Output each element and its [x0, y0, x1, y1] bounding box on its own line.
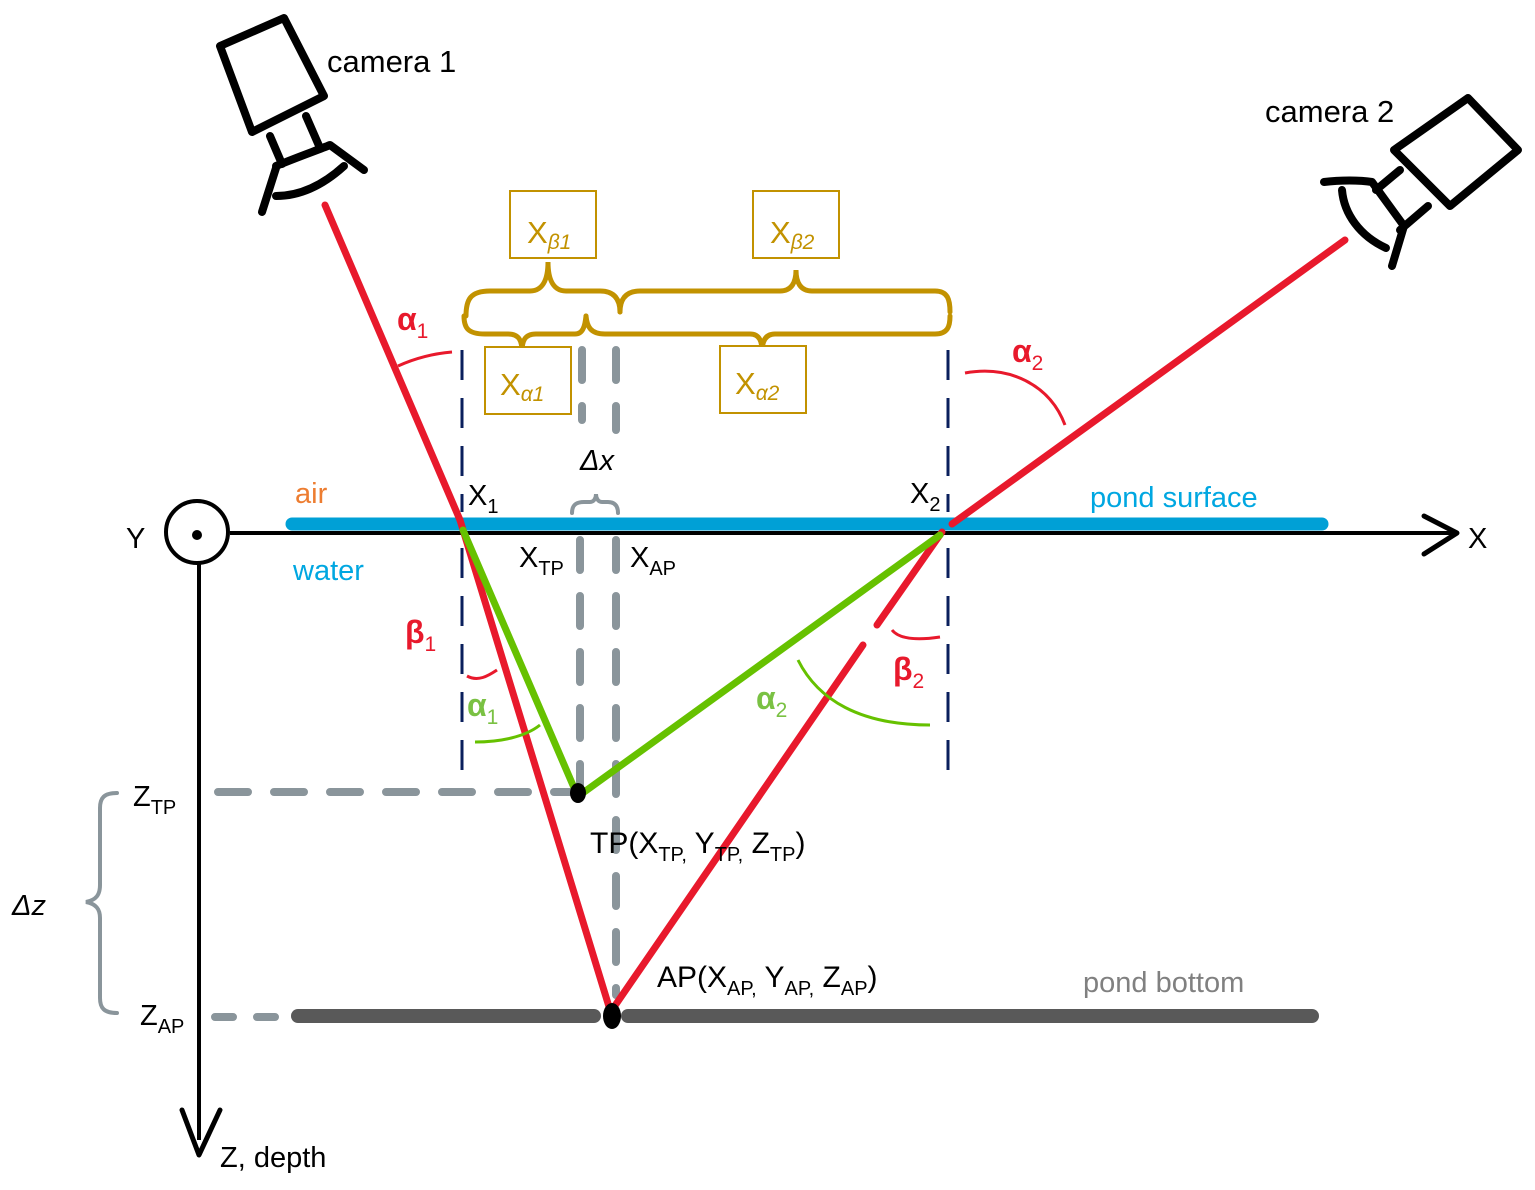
box-x-beta1 [509, 190, 597, 259]
water-label: water [292, 555, 364, 587]
camera-1-icon [216, 14, 368, 216]
ray-camera2-air [948, 236, 1349, 528]
y-axis-label: Y [126, 523, 145, 555]
arc-beta1 [466, 668, 498, 680]
label-x-beta2: Xβ2 [770, 215, 815, 254]
apparent-ray-2 [576, 531, 944, 799]
ztp-label: ZTP [133, 781, 176, 819]
xap-label: XAP [630, 542, 676, 580]
angle-alpha1-water-label: α1 [467, 687, 498, 729]
pond-bottom-label: pond bottom [1083, 967, 1244, 999]
label-x-alpha1: Xα1 [500, 367, 544, 406]
y-axis-dot [192, 530, 202, 540]
x2-label: X2 [910, 478, 940, 516]
z-axis-arrowhead [179, 1107, 223, 1158]
camera-1-label: camera 1 [327, 44, 456, 79]
box-x-alpha1 [484, 346, 572, 415]
arc-alpha1-water [474, 723, 541, 744]
arc-alpha1-air [397, 350, 453, 368]
ray-camera2-water-upper [873, 528, 946, 629]
air-label: air [295, 478, 328, 510]
angle-beta2-label: β2 [893, 651, 924, 693]
arc-alpha2-air [964, 369, 1067, 426]
xtp-label: XTP [519, 542, 564, 580]
pond-surface-label: pond surface [1090, 482, 1258, 514]
x-axis-label: X [1468, 523, 1487, 555]
box-x-alpha2 [719, 345, 807, 414]
camera-2-icon [1320, 94, 1522, 270]
apparent-point-marker [603, 1003, 621, 1029]
angle-beta1-label: β1 [405, 614, 436, 656]
brace-delta-z [85, 791, 119, 1015]
delta-x-label: Δx [579, 445, 615, 477]
ray-camera1-air [321, 201, 464, 524]
z-axis-label: Z, depth [220, 1142, 326, 1174]
label-x-beta1: Xβ1 [527, 215, 571, 254]
true-point-label: TP(XTP, YTP, ZTP) [590, 827, 805, 866]
ray-camera2-water-lower [608, 641, 867, 1014]
label-x-alpha2: Xα2 [735, 366, 780, 405]
angle-alpha2-water-label: α2 [756, 680, 787, 722]
brace-delta-x [570, 493, 620, 515]
normal-lines [460, 350, 950, 770]
angle-alpha2-air-label: α2 [1012, 333, 1043, 375]
x1-label: X1 [468, 480, 498, 518]
arc-alpha2-water [796, 659, 931, 727]
box-x-beta2 [752, 190, 840, 259]
arc-beta2 [890, 628, 941, 641]
apparent-ray-1 [459, 526, 579, 794]
apparent-point-label: AP(XAP, YAP, ZAP) [657, 961, 878, 1000]
delta-z-label: Δz [11, 890, 46, 922]
x-axis-arrowhead [1421, 513, 1460, 557]
ray-camera1-water [456, 516, 614, 1014]
brace-x-beta [463, 261, 953, 319]
zap-label: ZAP [140, 1000, 184, 1038]
true-point-marker [570, 783, 586, 803]
angle-alpha1-air-label: α1 [397, 301, 428, 343]
projection-lines [211, 346, 620, 1021]
camera-2-label: camera 2 [1265, 94, 1394, 129]
